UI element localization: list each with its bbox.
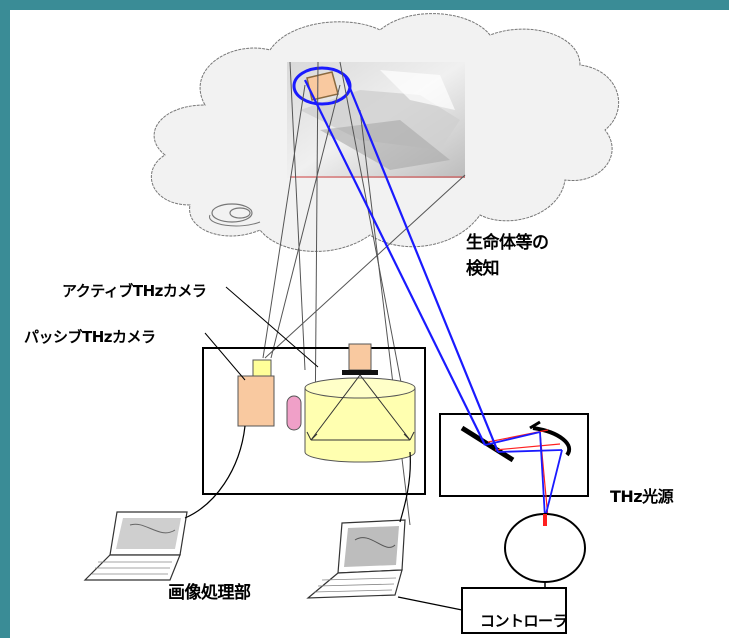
thz-source-optics [460,420,571,519]
thz-emitter-circle [504,513,586,583]
image-processing-label: 画像処理部 [168,583,251,603]
thz-source-label: THz光源 [610,487,674,506]
passive-thz-camera [237,359,275,427]
controller-box [461,587,567,634]
active-camera-label: アクティブTHzカメラ [62,282,207,300]
camera-housing [202,347,426,495]
laptop-left [83,511,188,581]
thz-beams [304,75,500,453]
detection-label: 生命体等の 検知 [466,233,549,279]
cables [184,425,463,611]
thz-source-box [439,413,589,497]
diagram-canvas: 生命体等の 検知 アクティブTHzカメラ パッシブTHzカメラ THz光源 画像… [10,10,729,638]
small-target-shape [209,203,261,227]
active-thz-camera [304,343,416,463]
pink-lens [286,395,302,431]
laptop-right [306,519,406,599]
passive-camera-label: パッシブTHzカメラ [24,328,156,346]
label-leaders [204,286,319,381]
system-diagram [83,13,620,634]
controller-label: コントローラ [480,612,568,630]
